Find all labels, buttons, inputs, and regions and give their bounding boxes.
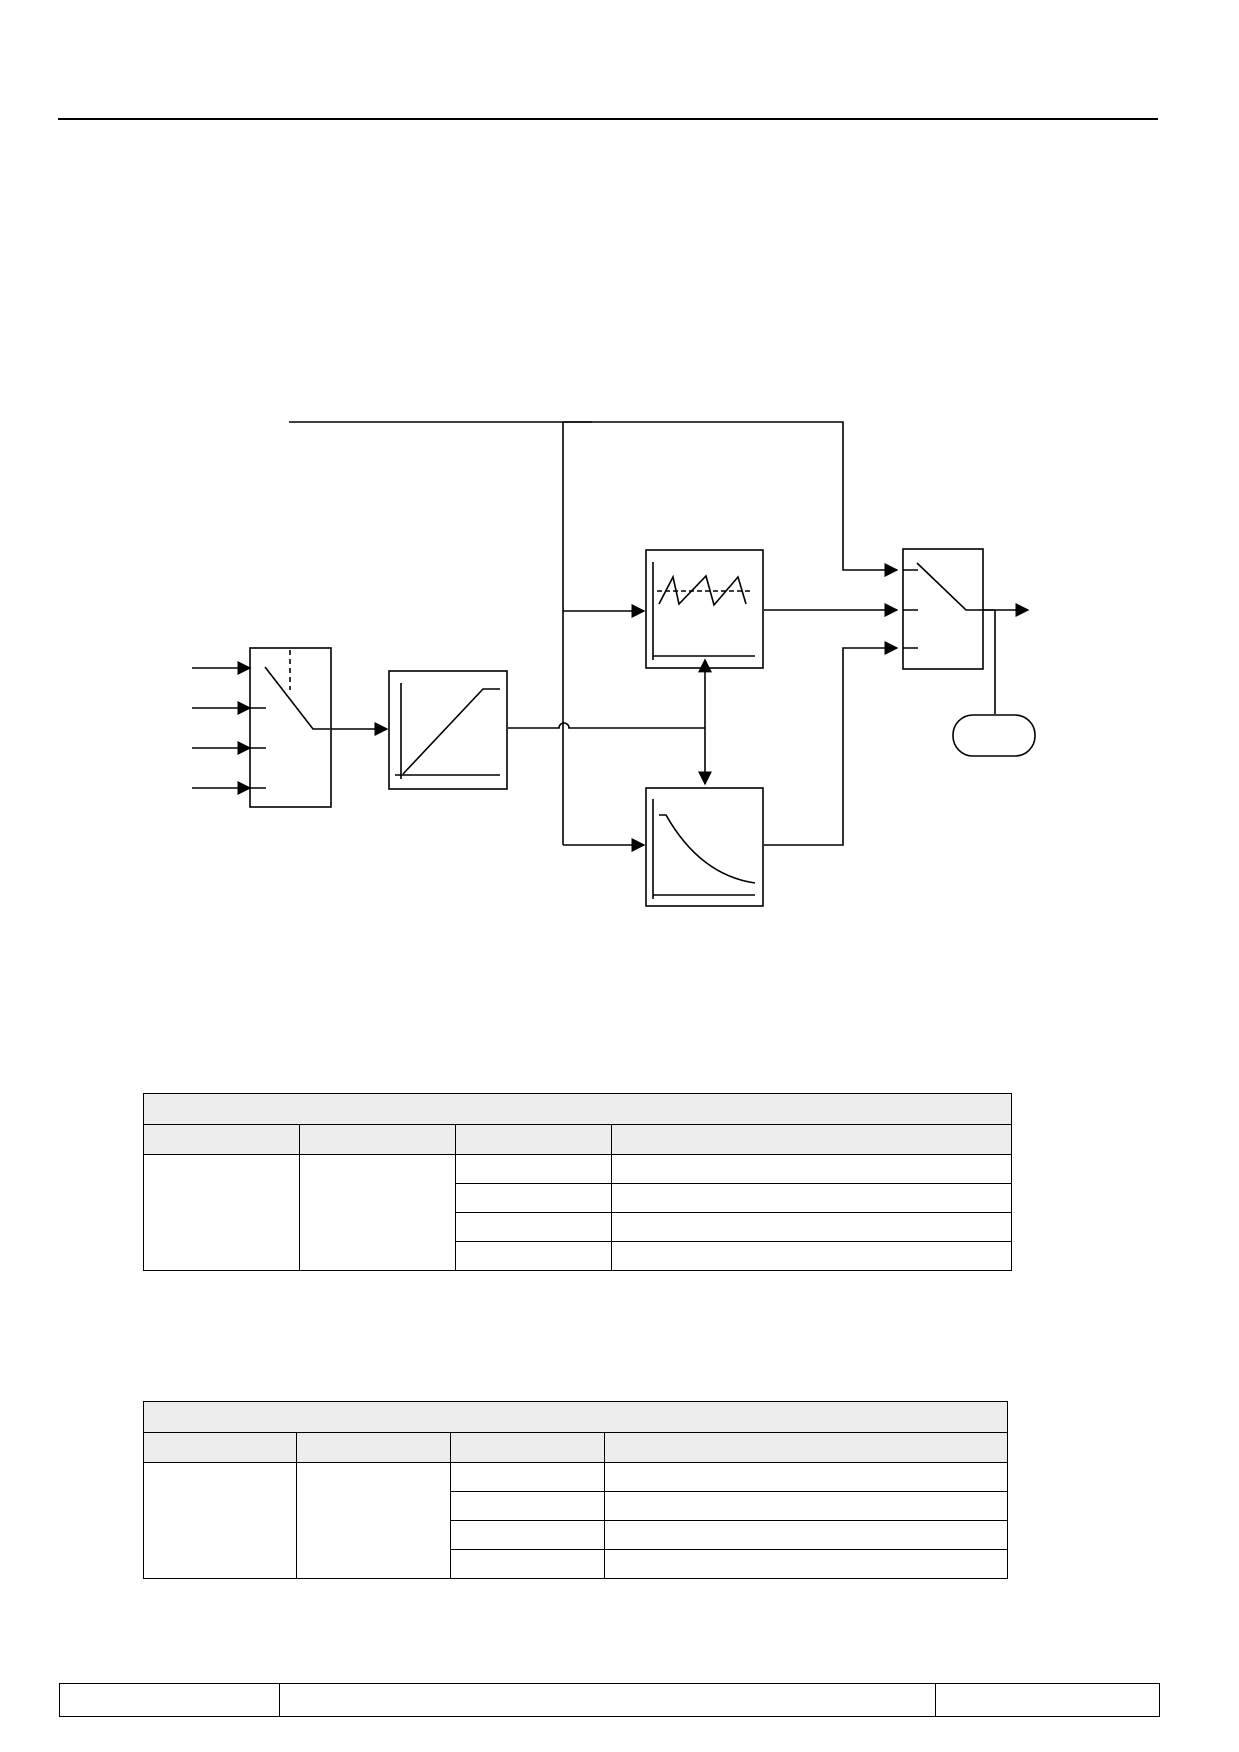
table1-cell [455, 1241, 612, 1271]
header-rule [58, 118, 1158, 120]
table2-cell [450, 1491, 605, 1521]
decay-output-line [764, 641, 899, 846]
table2-cell [450, 1549, 605, 1579]
decay-axes [652, 799, 755, 899]
footer-right [935, 1683, 1160, 1717]
selector-switch-arm [264, 666, 330, 730]
table1-cell [611, 1212, 1012, 1242]
decay-curve [659, 814, 756, 884]
table2-cell [296, 1462, 451, 1579]
table1-cell [611, 1154, 1012, 1184]
table1-header-1 [143, 1124, 300, 1155]
table1-header-4 [611, 1124, 1012, 1155]
table1-cell [455, 1154, 612, 1184]
ramp-output-line [508, 722, 705, 729]
table1-header-2 [299, 1124, 456, 1155]
parameter-table-1 [143, 1093, 1012, 1271]
table2-cell [143, 1462, 297, 1579]
parameter-table-2 [143, 1401, 1008, 1579]
footer-center [279, 1683, 936, 1717]
table2-cell [450, 1520, 605, 1550]
table2-title [143, 1401, 1008, 1433]
sawtooth-axes [652, 562, 755, 660]
table2-header-1 [143, 1432, 297, 1463]
ramp-curve [402, 688, 500, 775]
sawtooth-wave [658, 574, 747, 607]
table2-cell [604, 1549, 1008, 1579]
top-branch-to-selector [563, 421, 899, 577]
page-footer [59, 1683, 1160, 1717]
table2-header-2 [296, 1432, 451, 1463]
table1-header-3 [455, 1124, 612, 1155]
table1-cell [455, 1183, 612, 1213]
input-selector-block [249, 647, 332, 808]
table1-cell [611, 1241, 1012, 1271]
decay-block [645, 787, 764, 907]
ramp-axes [395, 683, 500, 779]
table1-cell [611, 1183, 1012, 1213]
table1-cell [455, 1212, 612, 1242]
table2-header-4 [604, 1432, 1008, 1463]
table2-cell [450, 1462, 605, 1492]
table2-cell [604, 1491, 1008, 1521]
table1-cell [299, 1154, 456, 1271]
sawtooth-block [645, 549, 764, 669]
table2-cell [604, 1462, 1008, 1492]
ramp-block [388, 670, 508, 790]
output-selector-block [902, 548, 984, 670]
footer-left [59, 1683, 280, 1717]
output-terminal [952, 714, 1036, 757]
table2-header-3 [450, 1432, 605, 1463]
table1-cell [143, 1154, 300, 1271]
table2-cell [604, 1520, 1008, 1550]
table1-title [143, 1093, 1012, 1125]
